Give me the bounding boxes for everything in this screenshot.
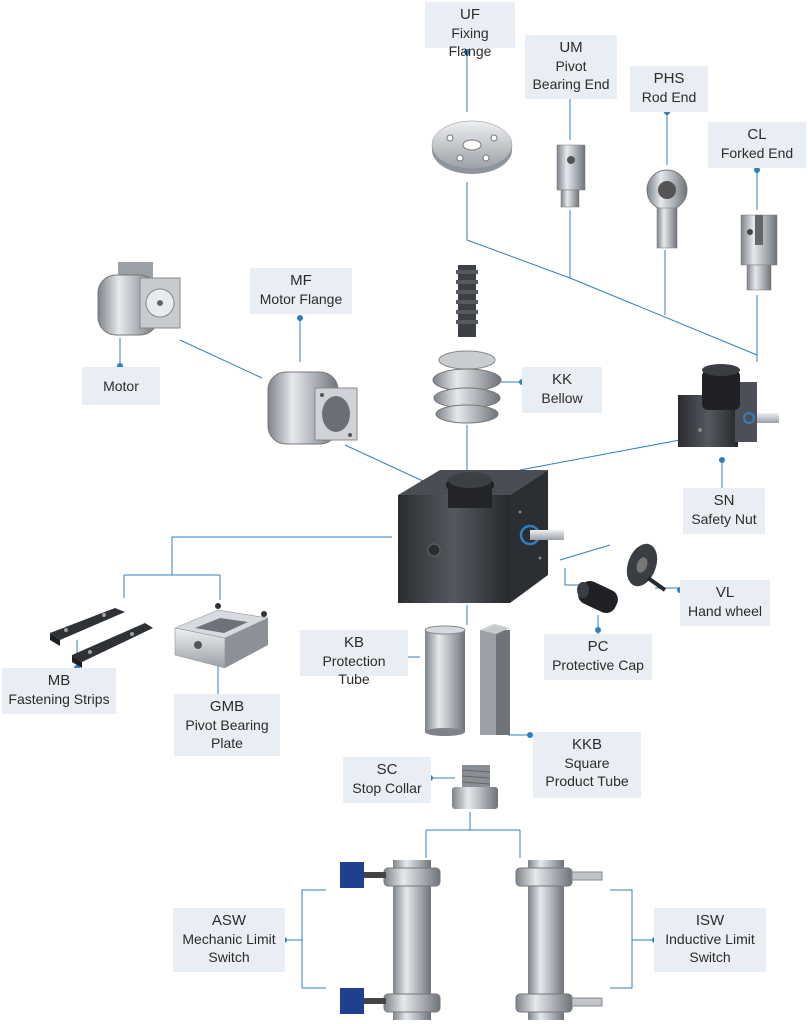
pivot-bearing-plate-part-image: [174, 603, 269, 669]
motor-part-image: [97, 262, 181, 336]
label-isw: ISW Inductive Limit Switch: [654, 908, 766, 972]
label-um-code: UM: [559, 39, 583, 56]
label-sn-code: SN: [713, 492, 735, 509]
label-gmb-code: GMB: [209, 698, 245, 715]
label-um-name: Pivot Bearing End: [532, 58, 610, 92]
label-mb: MB Fastening Strips: [2, 668, 116, 714]
label-motor-name: Motor: [103, 378, 139, 394]
label-vl: VL Hand wheel: [680, 580, 770, 626]
fixing-flange-part-image: [431, 120, 513, 174]
label-kb-code: KB: [343, 634, 364, 651]
label-kk: KK Bellow: [522, 367, 602, 413]
label-motor: Motor: [82, 367, 160, 405]
label-sn: SN Safety Nut: [683, 488, 765, 534]
label-uf: UF Fixing Flange: [425, 2, 515, 59]
label-kb-name: Protection Tube: [322, 653, 386, 687]
label-gmb: GMB Pivot Bearing Plate: [174, 694, 280, 756]
rod-end-part-image: [646, 169, 688, 249]
label-isw-code: ISW: [695, 912, 725, 929]
hand-wheel-part-image: [626, 543, 667, 592]
label-vl-code: VL: [715, 584, 735, 601]
protective-cap-part-image: [577, 580, 618, 614]
pivot-bearing-end-part-image: [556, 144, 586, 208]
fastening-strips-part-image: [50, 608, 153, 668]
label-cl-code: CL: [747, 126, 767, 143]
label-pc-name: Protective Cap: [552, 657, 644, 673]
bellow-part-image: [432, 265, 502, 424]
label-sn-name: Safety Nut: [691, 511, 757, 527]
label-pc-code: PC: [587, 638, 609, 655]
label-asw-code: ASW: [211, 912, 247, 929]
mechanic-limit-switch-part-image: [340, 860, 441, 1020]
motor-flange-part-image: [267, 371, 358, 445]
label-isw-name: Inductive Limit Switch: [665, 931, 755, 965]
label-phs-name: Rod End: [641, 89, 697, 105]
stop-collar-part-image: [452, 765, 498, 809]
forked-end-part-image: [740, 214, 778, 291]
label-mb-code: MB: [47, 672, 71, 689]
label-kkb: KKB Square Product Tube: [533, 732, 641, 798]
label-mf-name: Motor Flange: [259, 291, 343, 307]
label-sc-name: Stop Collar: [352, 780, 422, 796]
label-mf: MF Motor Flange: [250, 268, 352, 314]
label-asw-name: Mechanic Limit Switch: [182, 931, 276, 965]
label-asw: ASW Mechanic Limit Switch: [173, 908, 285, 972]
label-sc: SC Stop Collar: [343, 757, 431, 803]
safety-nut-part-image: [678, 364, 779, 447]
square-product-tube-part-image: [480, 624, 510, 735]
label-kkb-code: KKB: [571, 736, 602, 753]
label-cl-name: Forked End: [720, 145, 794, 161]
label-mf-code: MF: [290, 272, 312, 289]
label-kkb-name: Square Product Tube: [545, 755, 629, 789]
label-gmb-name: Pivot Bearing Plate: [185, 717, 269, 751]
label-um: UM Pivot Bearing End: [525, 35, 617, 99]
label-vl-name: Hand wheel: [688, 603, 762, 619]
label-phs-code: PHS: [653, 70, 685, 87]
label-kk-name: Bellow: [541, 390, 583, 406]
label-cl: CL Forked End: [708, 122, 806, 168]
label-pc: PC Protective Cap: [544, 634, 652, 680]
inductive-limit-switch-part-image: [515, 860, 603, 1020]
label-phs: PHS Rod End: [630, 66, 708, 112]
label-uf-name: Fixing Flange: [448, 25, 492, 59]
label-sc-code: SC: [376, 761, 398, 778]
label-uf-code: UF: [460, 6, 480, 23]
gearbox-main-unit-image: [398, 470, 564, 603]
label-kk-code: KK: [551, 371, 572, 388]
protection-tube-part-image: [424, 625, 466, 736]
label-kb: KB Protection Tube: [300, 630, 408, 687]
label-mb-name: Fastening Strips: [8, 691, 110, 707]
